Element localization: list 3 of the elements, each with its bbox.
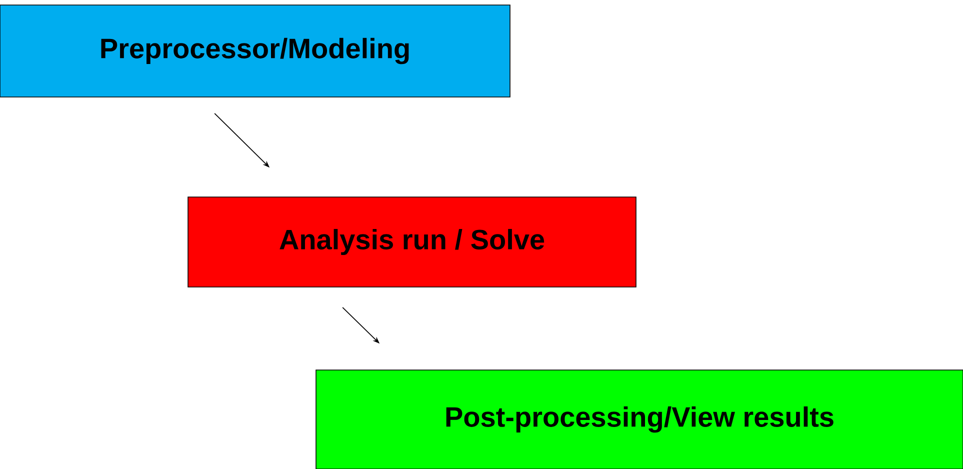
process-box: Post-processing/View results bbox=[316, 370, 963, 469]
process-box: Preprocessor/Modeling bbox=[0, 4, 510, 98]
process-box: Analysis run / Solve bbox=[188, 196, 636, 288]
